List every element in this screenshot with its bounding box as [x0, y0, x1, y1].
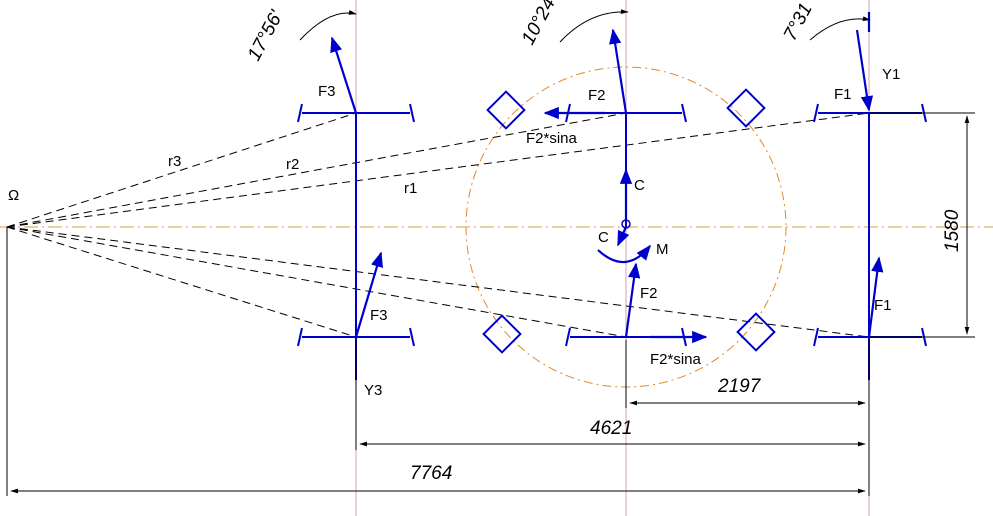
radius-lines — [6, 112, 870, 338]
dim-1580-label: 1580 — [942, 209, 963, 252]
y3-label: Y3 — [364, 382, 382, 399]
f3-bottom-arrow — [354, 251, 383, 338]
dim-4621-label: 4621 — [590, 418, 632, 439]
wheel-squares — [482, 88, 776, 354]
f2-bottom-label: F2 — [640, 285, 658, 302]
f1-top-arrow — [855, 29, 874, 112]
force-arrows — [330, 12, 884, 344]
r2-label: r2 — [286, 156, 299, 173]
f3-top-label: F3 — [318, 83, 336, 100]
f1-bottom-arrow — [867, 256, 884, 338]
r1-label: r1 — [404, 180, 417, 197]
wheel-bars — [297, 103, 927, 347]
y1-label: Y1 — [882, 66, 900, 83]
f2sina-top-label: F2*sina — [526, 130, 578, 147]
dim-2197-label: 2197 — [717, 376, 762, 397]
axle-lines — [355, 113, 870, 380]
f2-bottom-arrow — [624, 262, 641, 338]
f1-bottom-label: F1 — [874, 297, 892, 314]
c-center-label: C — [598, 229, 609, 246]
f3-top-arrow — [330, 36, 358, 114]
r3-label: r3 — [168, 153, 181, 170]
dim-7764-label: 7764 — [410, 463, 452, 484]
f1-top-label: F1 — [834, 86, 852, 103]
center-point — [621, 219, 631, 229]
angle-arcs — [299, 9, 871, 43]
dimension-lines — [6, 112, 975, 496]
c-center-arrow — [616, 226, 630, 247]
angle-right-label: 7°31 — [780, 0, 817, 44]
f2sina-bottom-label: F2*sina — [650, 351, 702, 368]
m-label: M — [656, 241, 669, 258]
f2-top-label: F2 — [588, 87, 606, 104]
moment-arc — [597, 244, 651, 264]
pivot-omega-label: Ω — [8, 187, 19, 204]
angle-middle-label: 10°24 — [518, 0, 560, 48]
f3-bottom-label: F3 — [370, 307, 388, 324]
c-top-label: C — [634, 177, 645, 194]
f2-top-arrow — [609, 28, 628, 114]
angle-left-label: 17°56' — [244, 6, 288, 64]
